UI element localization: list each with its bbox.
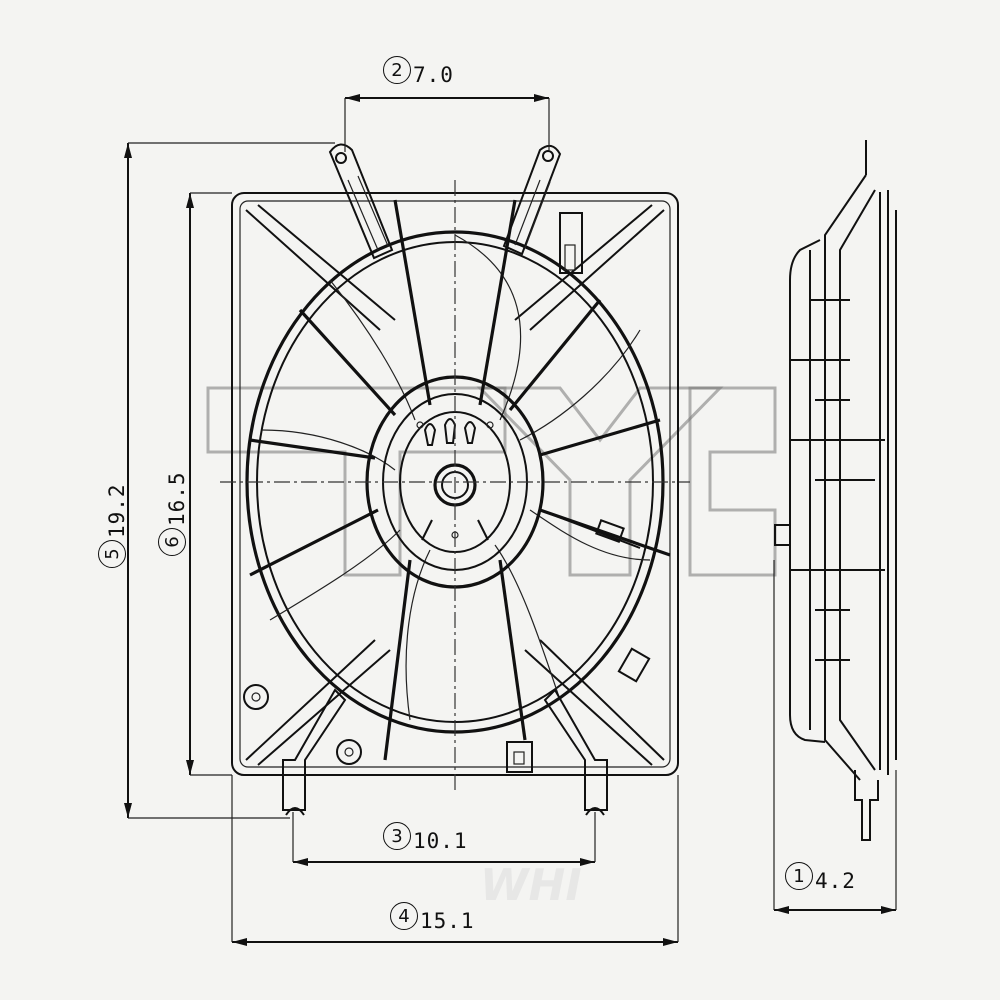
front-view — [220, 143, 690, 816]
svg-text:WHI: WHI — [480, 860, 582, 911]
whi-watermark: WHI — [480, 860, 582, 911]
side-view — [774, 140, 897, 841]
dimension-lines — [124, 94, 897, 946]
bottom-left-mount-tab — [282, 688, 347, 816]
bottom-right-mount-tab — [543, 688, 608, 816]
top-right-mount-tab — [502, 144, 562, 256]
